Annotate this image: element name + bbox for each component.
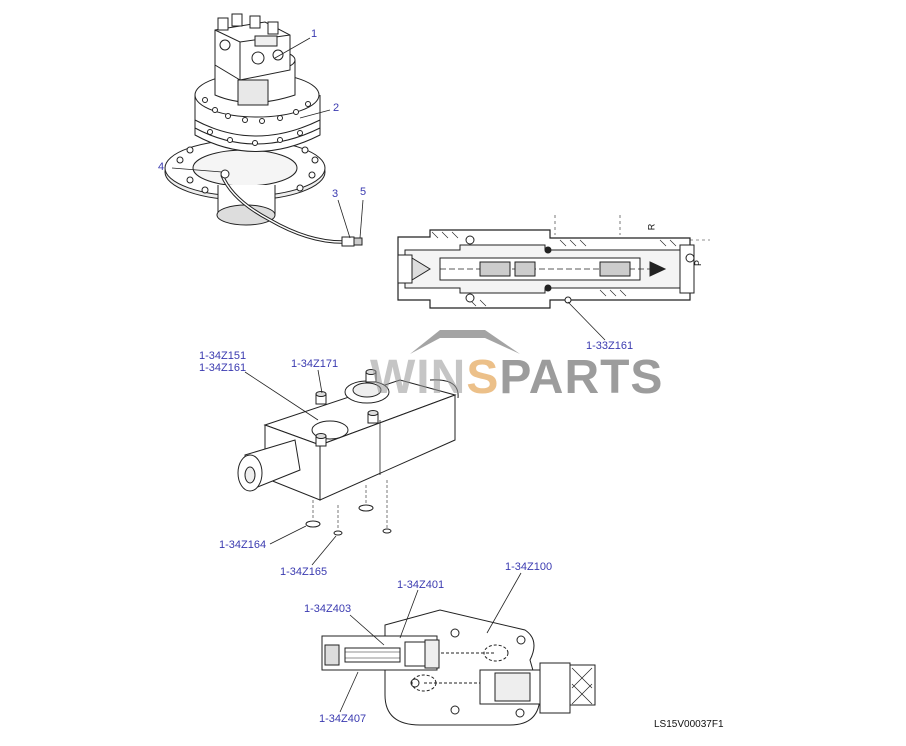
- motor-leader-lines: [171, 37, 364, 239]
- callout-1-33z161[interactable]: 1-33Z161: [586, 340, 634, 352]
- watermark-win: WIN: [370, 351, 467, 404]
- callout-1-34z401[interactable]: 1-34Z401: [397, 579, 445, 591]
- watermark-text: WINSPARTS: [370, 354, 663, 402]
- section-letter-p: P: [693, 259, 704, 267]
- callout-2[interactable]: 2: [333, 102, 340, 114]
- section-letter-r: R: [646, 223, 657, 231]
- callout-1-34z407[interactable]: 1-34Z407: [319, 713, 367, 725]
- block-leader-lines: [244, 369, 337, 566]
- watermark-s: S: [466, 351, 500, 404]
- valve-cross-section: [397, 215, 710, 309]
- callout-1-34z171[interactable]: 1-34Z171: [291, 358, 339, 370]
- watermark-parts: PARTS: [499, 351, 664, 404]
- valve-block: [237, 369, 459, 536]
- drawing-code: LS15V00037F1: [654, 719, 724, 730]
- callout-4[interactable]: 4: [158, 161, 165, 173]
- callout-1-34z165[interactable]: 1-34Z165: [280, 566, 328, 578]
- winsparts-watermark-logo: WINSPARTS: [370, 322, 662, 402]
- callout-1-34z151[interactable]: 1-34Z151: [199, 350, 247, 362]
- callout-1[interactable]: 1: [311, 28, 318, 40]
- callout-5[interactable]: 5: [360, 186, 367, 198]
- swing-motor-assembly: [164, 13, 363, 247]
- callout-1-34z403[interactable]: 1-34Z403: [304, 603, 352, 615]
- section-leader-line: [567, 301, 606, 341]
- plate-leader-lines: [339, 572, 522, 713]
- callout-1-34z161[interactable]: 1-34Z161: [199, 362, 247, 374]
- callout-1-34z164[interactable]: 1-34Z164: [219, 539, 267, 551]
- watermark-roof-mark: [410, 330, 520, 354]
- callout-1-34z100[interactable]: 1-34Z100: [505, 561, 553, 573]
- callout-3[interactable]: 3: [332, 188, 339, 200]
- relief-valve-plate: [321, 609, 596, 726]
